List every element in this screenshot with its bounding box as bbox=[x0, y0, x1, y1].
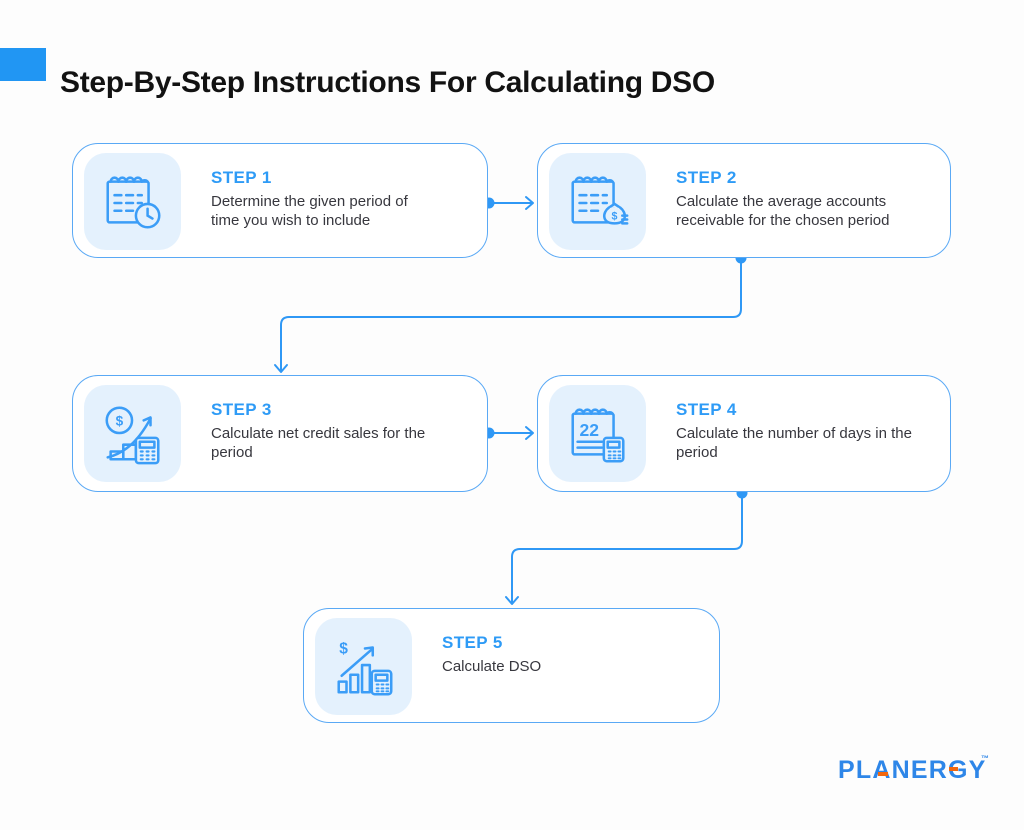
step-3-label: STEP 3 bbox=[211, 400, 272, 419]
svg-text:22: 22 bbox=[579, 419, 599, 439]
step-5-icon-tile: $ bbox=[315, 618, 412, 715]
step-3-description: Calculate net credit sales for the perio… bbox=[211, 425, 426, 461]
calendar-clock-icon bbox=[105, 175, 161, 229]
step-5-description: Calculate DSO bbox=[442, 658, 542, 675]
step-1-label: STEP 1 bbox=[211, 168, 272, 187]
svg-text:$: $ bbox=[115, 413, 123, 428]
step-3-icon-tile: $ bbox=[84, 385, 181, 482]
chart-growth-calculator-icon: $ bbox=[336, 640, 392, 695]
step-4-card: 22 STEP 4 Calculate the number of days i… bbox=[537, 375, 951, 492]
step-4-description: Calculate the number of days in the peri… bbox=[676, 425, 912, 461]
step-2-icon-tile: $ bbox=[549, 153, 646, 250]
step-5-label: STEP 5 bbox=[442, 633, 503, 652]
step-2-card: $ STEP 2 Calculate the average accounts … bbox=[537, 143, 951, 258]
step-4-label: STEP 4 bbox=[676, 400, 737, 419]
trademark-symbol: ™ bbox=[981, 754, 989, 763]
logo-orange-g-bar bbox=[949, 767, 958, 771]
step-2-description: Calculate the average accounts receivabl… bbox=[676, 193, 890, 229]
coin-growth-calculator-icon: $ bbox=[104, 405, 160, 464]
planergy-logo-text: PLANERGY bbox=[838, 756, 987, 784]
step-5-card: $ STEP 5 Calculate DSO bbox=[303, 608, 720, 723]
step-1-icon-tile bbox=[84, 153, 181, 250]
svg-text:$: $ bbox=[339, 640, 348, 657]
title-accent-square bbox=[0, 48, 46, 81]
planergy-logo: PLANERGY ™ bbox=[838, 754, 998, 790]
logo-orange-a-bar bbox=[878, 772, 888, 776]
page-title: Step-By-Step Instructions For Calculatin… bbox=[60, 66, 715, 100]
svg-text:$: $ bbox=[611, 210, 617, 222]
step-4-icon-tile: 22 bbox=[549, 385, 646, 482]
step-2-label: STEP 2 bbox=[676, 168, 737, 187]
step-1-description: Determine the given period of time you w… bbox=[211, 193, 408, 229]
step-3-card: $ STEP 3 Calculate net credit sales for … bbox=[72, 375, 488, 492]
calendar-days-calculator-icon: 22 bbox=[570, 407, 625, 462]
calendar-moneybag-icon: $ bbox=[570, 175, 628, 225]
step-1-card: STEP 1 Determine the given period of tim… bbox=[72, 143, 488, 258]
